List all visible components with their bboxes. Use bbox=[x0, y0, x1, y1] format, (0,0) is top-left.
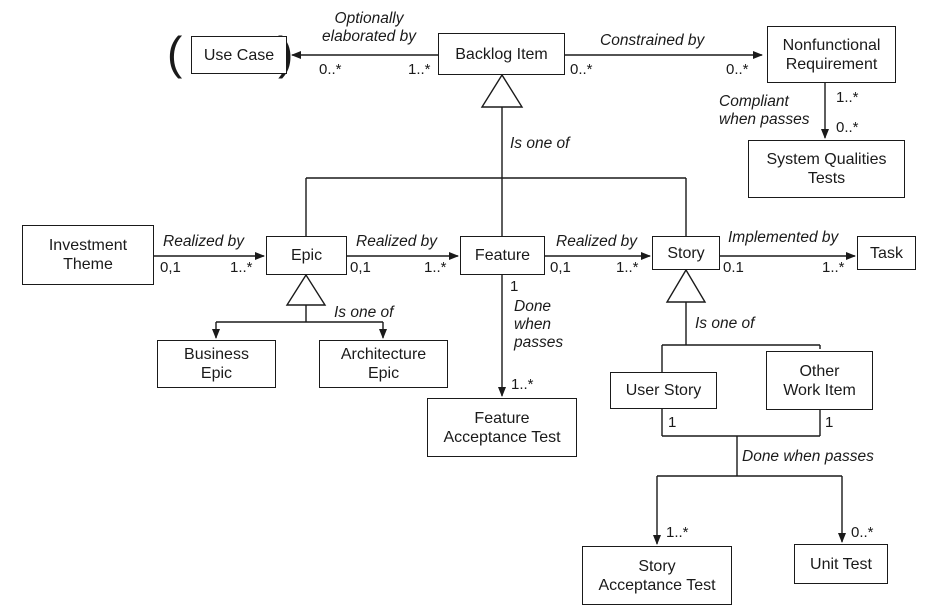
box-investment-theme: Investment Theme bbox=[22, 225, 154, 285]
box-feature: Feature bbox=[460, 236, 545, 275]
mult-backlog-left: 1..* bbox=[408, 61, 431, 78]
box-use-case: Use Case bbox=[191, 36, 287, 74]
generalization-triangle-story bbox=[665, 268, 707, 303]
mult-story-left: 1..* bbox=[616, 259, 639, 276]
box-unit-test: Unit Test bbox=[794, 544, 888, 584]
box-business-epic: Business Epic bbox=[157, 340, 276, 388]
mult-user-story-bottom: 1 bbox=[668, 414, 677, 431]
mult-story-right: 0.1 bbox=[723, 259, 744, 276]
label-done-when-passes-story: Done when passes bbox=[742, 448, 874, 465]
mult-unit-test-top: 0..* bbox=[851, 524, 874, 541]
box-other-work-item: Other Work Item bbox=[766, 351, 873, 410]
mult-feature-right: 0,1 bbox=[550, 259, 571, 276]
mult-epic-right: 0,1 bbox=[350, 259, 371, 276]
mult-nfr-left: 0..* bbox=[726, 61, 749, 78]
mult-use-case-side: 0..* bbox=[319, 61, 342, 78]
mult-backlog-right: 0..* bbox=[570, 61, 593, 78]
mult-feature-bottom: 1 bbox=[510, 278, 519, 295]
mult-task-left: 1..* bbox=[822, 259, 845, 276]
label-realized-by-feature-story: Realized by bbox=[556, 233, 637, 250]
box-user-story: User Story bbox=[610, 372, 717, 409]
mult-epic-left: 1..* bbox=[230, 259, 253, 276]
mult-theme-right: 0,1 bbox=[160, 259, 181, 276]
label-optionally-elaborated-by: Optionally elaborated by bbox=[322, 10, 416, 45]
mult-feature-left: 1..* bbox=[424, 259, 447, 276]
use-case-open-paren: ( bbox=[167, 27, 183, 79]
box-feature-acceptance-test: Feature Acceptance Test bbox=[427, 398, 577, 457]
generalization-triangle-epic bbox=[285, 273, 327, 306]
box-task: Task bbox=[857, 236, 916, 270]
box-story: Story bbox=[652, 236, 720, 270]
mult-fat-top: 1..* bbox=[511, 376, 534, 393]
label-is-one-of-epic: Is one of bbox=[334, 304, 394, 321]
label-is-one-of-backlog: Is one of bbox=[510, 135, 570, 152]
label-done-when-passes-feature: Done when passes bbox=[514, 298, 564, 351]
label-realized-by-theme-epic: Realized by bbox=[163, 233, 244, 250]
box-epic: Epic bbox=[266, 236, 347, 275]
label-implemented-by: Implemented by bbox=[728, 229, 839, 246]
box-nonfunctional-requirement: Nonfunctional Requirement bbox=[767, 26, 896, 83]
box-system-qualities-tests: System Qualities Tests bbox=[748, 140, 905, 198]
box-backlog-item: Backlog Item bbox=[438, 33, 565, 75]
label-compliant-when-passes: Compliant when passes bbox=[719, 93, 810, 128]
mult-sat-top: 1..* bbox=[666, 524, 689, 541]
label-realized-by-epic-feature: Realized by bbox=[356, 233, 437, 250]
box-story-acceptance-test: Story Acceptance Test bbox=[582, 546, 732, 605]
mult-other-work-bottom: 1 bbox=[825, 414, 834, 431]
box-architecture-epic: Architecture Epic bbox=[319, 340, 448, 388]
label-is-one-of-story: Is one of bbox=[695, 315, 755, 332]
generalization-triangle-backlog bbox=[480, 73, 524, 108]
mult-sqt-top: 0..* bbox=[836, 119, 859, 136]
label-constrained-by: Constrained by bbox=[600, 32, 705, 49]
mult-nfr-bottom: 1..* bbox=[836, 89, 859, 106]
